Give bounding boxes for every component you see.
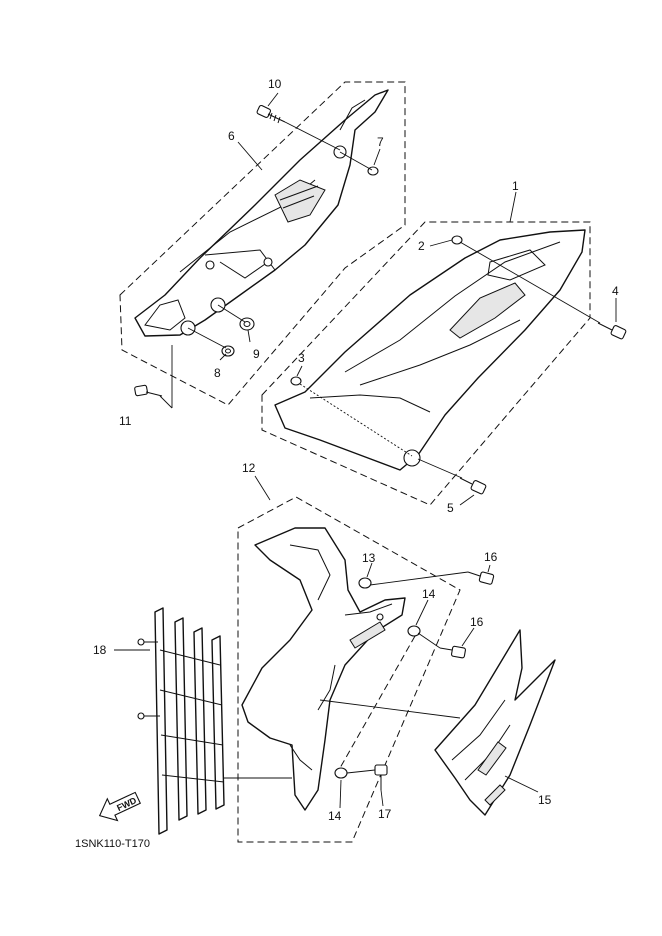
callout-5: 5 [447,501,454,515]
part-6-inner-cover[interactable] [134,89,389,337]
callout-17: 17 [378,807,392,821]
callout-14-lower: 14 [328,809,342,823]
washer-13[interactable] [358,577,372,589]
group-outline-6 [119,81,406,406]
callout-14-upper: 14 [422,587,436,601]
callout-16-upper: 16 [484,550,498,564]
washer-14-upper[interactable] [407,625,421,637]
washer-14-lower[interactable] [334,767,348,779]
group-outline-1 [261,221,591,506]
part-15-graphic[interactable] [434,629,556,816]
callout-15: 15 [538,793,552,807]
callout-numbers: 1 2 3 4 5 6 7 8 9 10 11 12 13 14 14 15 1… [93,77,619,823]
part-18-louver[interactable] [137,607,225,835]
bolt-4[interactable] [597,322,627,340]
callout-11: 11 [119,414,132,428]
callout-7: 7 [377,135,384,149]
bolt-16-upper[interactable] [467,571,495,585]
bolt-16-lower[interactable] [439,645,466,659]
part-12-shroud[interactable] [241,527,406,811]
part-1-side-cover[interactable] [274,229,586,471]
callout-8: 8 [214,366,221,380]
callout-16-lower: 16 [470,615,484,629]
callout-3: 3 [298,351,305,365]
bolt-5[interactable] [459,477,487,495]
callout-1: 1 [512,179,519,193]
diagram-code: 1SNK110-T170 [75,838,150,850]
bolt-17[interactable] [374,764,388,790]
callout-2: 2 [418,239,425,253]
callout-9: 9 [253,347,260,361]
leader-lines [114,92,617,809]
callout-13: 13 [362,551,376,565]
callout-4: 4 [612,284,619,298]
group-outline-12 [237,496,461,843]
washer-3[interactable] [290,376,302,386]
bolt-11[interactable] [134,384,163,397]
callout-10: 10 [268,77,282,91]
callout-6: 6 [228,129,235,143]
callout-12: 12 [242,461,256,475]
bolt-10[interactable] [256,104,286,124]
fwd-arrow-icon: FWD [98,791,142,822]
callout-18: 18 [93,643,107,657]
washer-8[interactable] [221,345,235,357]
